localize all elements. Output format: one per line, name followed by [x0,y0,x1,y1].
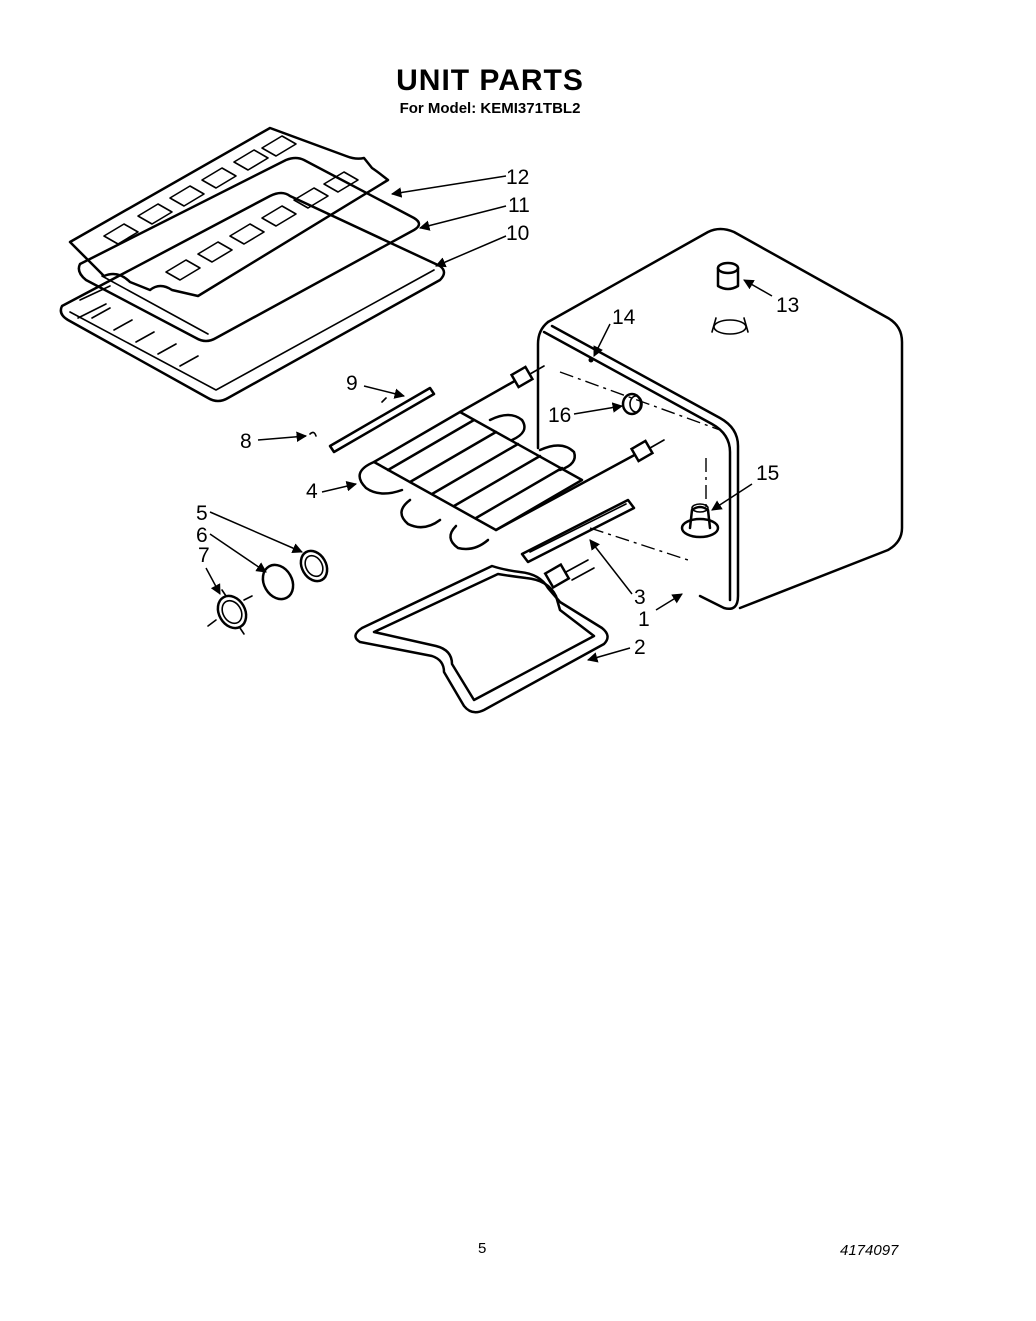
callout-12: 12 [506,166,529,189]
callout-11: 11 [508,194,530,217]
broil-element-part [358,365,665,551]
fuse-part [716,261,740,291]
callout-13: 13 [776,294,799,317]
bake-element-part [354,559,609,714]
page-number: 5 [478,1240,487,1257]
callout-3: 3 [634,586,646,609]
oven-cavity-part [536,227,904,610]
callout-9: 9 [346,372,358,395]
callout-6: 6 [196,524,208,547]
callout-8: 8 [240,430,252,453]
callout-16: 16 [548,404,571,427]
callout-4: 4 [306,480,318,503]
callout-14: 14 [612,306,636,329]
model-subtitle: For Model: KEMI371TBL2 [399,100,581,117]
thermostat-part [680,503,720,539]
callout-10: 10 [506,222,529,245]
callout-1: 1 [638,608,650,631]
callout-15: 15 [756,462,779,485]
leader-lines [205,175,773,663]
callout-2: 2 [634,636,646,659]
element-bracket-part [309,386,436,454]
callout-7: 7 [198,544,210,567]
lower-bracket-part [520,498,636,564]
rack-set-part [59,126,446,403]
knob-part [621,392,643,416]
light-assembly-part [207,549,329,635]
page-title: UNIT PARTS [396,64,584,97]
callout-5: 5 [196,502,208,525]
document-number: 4174097 [840,1242,899,1259]
